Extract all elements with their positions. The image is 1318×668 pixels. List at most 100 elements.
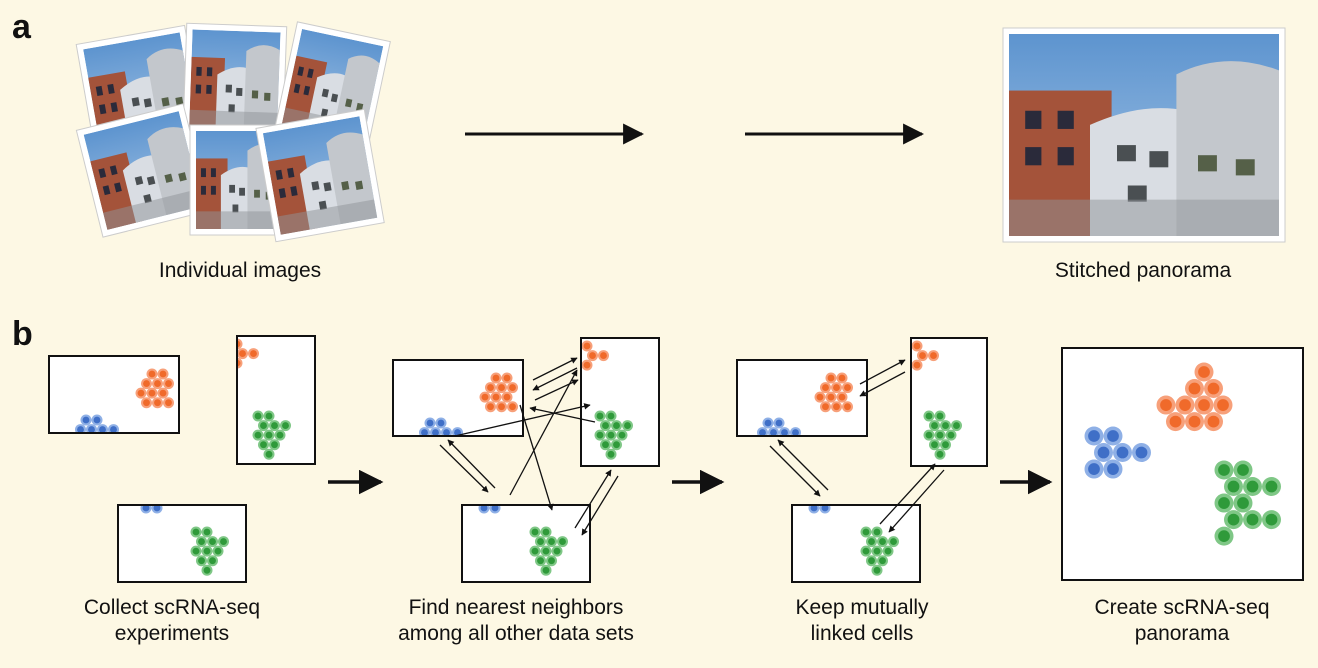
blue-cell-core [1088,430,1100,442]
step2-caption-line2: among all other data sets [398,622,634,645]
blue-cell-core [810,506,818,512]
green-cell-core [271,441,278,449]
orange-cell-core [913,342,921,350]
green-cell-core [203,547,211,555]
green-cell-core [596,412,604,420]
blue-cell-core [491,506,499,512]
blue-cell-core [781,429,788,435]
orange-cell-core [154,399,161,407]
orange-cell-core [492,393,500,401]
orange-cell-core [137,389,145,397]
green-cell-core [1246,480,1259,493]
mutual-links [769,359,945,533]
blue-cell-core [432,429,439,435]
orange-cell-core [816,393,824,401]
blue-cell-core [88,426,95,432]
orange-cell-core [503,374,511,382]
blue-cell-core [77,426,84,432]
green-cell-core [553,547,561,555]
green-cell-core [265,431,273,439]
green-cell-core [254,412,262,420]
green-cell-core [203,566,211,574]
green-cell-core [271,422,278,429]
green-cell-core [942,441,949,449]
green-cell-core [925,412,933,420]
green-cell-core [559,538,566,545]
orange-cell-core [1169,415,1182,428]
step4-panorama [1061,347,1304,581]
green-cell-core [254,431,262,439]
green-cell-core [542,566,550,574]
orange-cell-core [143,380,150,387]
green-cell-core [953,422,960,429]
individual-images-collage [75,21,391,243]
blue-cell-core [480,506,488,512]
blue-cell-core [437,419,445,427]
green-cell-core [1218,464,1230,476]
orange-cell-core [833,403,840,411]
orange-cell-core [589,352,596,359]
blue-cell-core [421,429,428,435]
orange-cell-core [827,374,835,382]
step3-datasets [736,337,988,583]
orange-cell-core [238,359,241,367]
blue-cell-core [1107,430,1119,442]
orange-cell-core [822,384,829,391]
orange-cell-core [833,384,840,391]
blue-cell-core [1097,446,1110,459]
blue-cell-core [775,419,783,427]
blue-cell-core [1088,463,1100,475]
green-cell-core [884,547,892,555]
panel-a-letter: a [12,8,32,46]
orange-cell-core [844,384,851,391]
orange-cell-core [913,361,921,369]
green-cell-core [618,431,626,439]
green-cell-core [548,557,555,565]
green-cell-core [214,547,222,555]
orange-cell-core [165,380,172,387]
green-cell-core [542,528,550,536]
green-cell-core [936,450,944,458]
orange-cell-core [838,393,846,401]
blue-cell-core [821,506,829,512]
blue-cell-core [142,506,150,512]
green-cell-core [873,566,881,574]
orange-cell-core [498,384,505,391]
green-cell-core [209,557,216,565]
orange-cell-core [148,389,156,397]
green-cell-core [602,422,609,429]
green-cell-core [862,547,870,555]
blue-cell-core [82,416,90,424]
green-cell-core [596,431,604,439]
blue-cell-core [99,426,106,432]
green-cell-core [868,557,875,565]
blue-cell-core [443,429,450,435]
green-cell-core [602,441,609,449]
blue-cell-core [1135,446,1148,459]
green-cell-core [1218,530,1230,543]
orange-cell-core [481,393,489,401]
panel-b-letter: b [12,315,33,353]
green-cell-core [1265,513,1278,526]
orange-cell-core [583,361,591,369]
green-cell-core [925,431,933,439]
orange-cell-core [600,352,607,359]
green-cell-core [862,528,870,536]
caption-individual-images: Individual images [159,259,321,282]
green-cell-core [1237,464,1249,476]
orange-cell-core [1198,366,1210,378]
orange-cell-core [827,393,835,401]
step1-caption-line2: experiments [115,622,229,645]
orange-cell-core [487,403,494,411]
orange-cell-core [509,403,516,411]
green-cell-core [607,450,615,458]
green-cell-core [198,557,205,565]
orange-cell-core [583,342,591,350]
green-cell-core [1246,513,1259,526]
orange-cell-core [919,352,926,359]
orange-cell-core [143,399,150,407]
step1-datasets [48,335,316,583]
green-cell-core [868,538,875,545]
green-cell-core [276,431,284,439]
